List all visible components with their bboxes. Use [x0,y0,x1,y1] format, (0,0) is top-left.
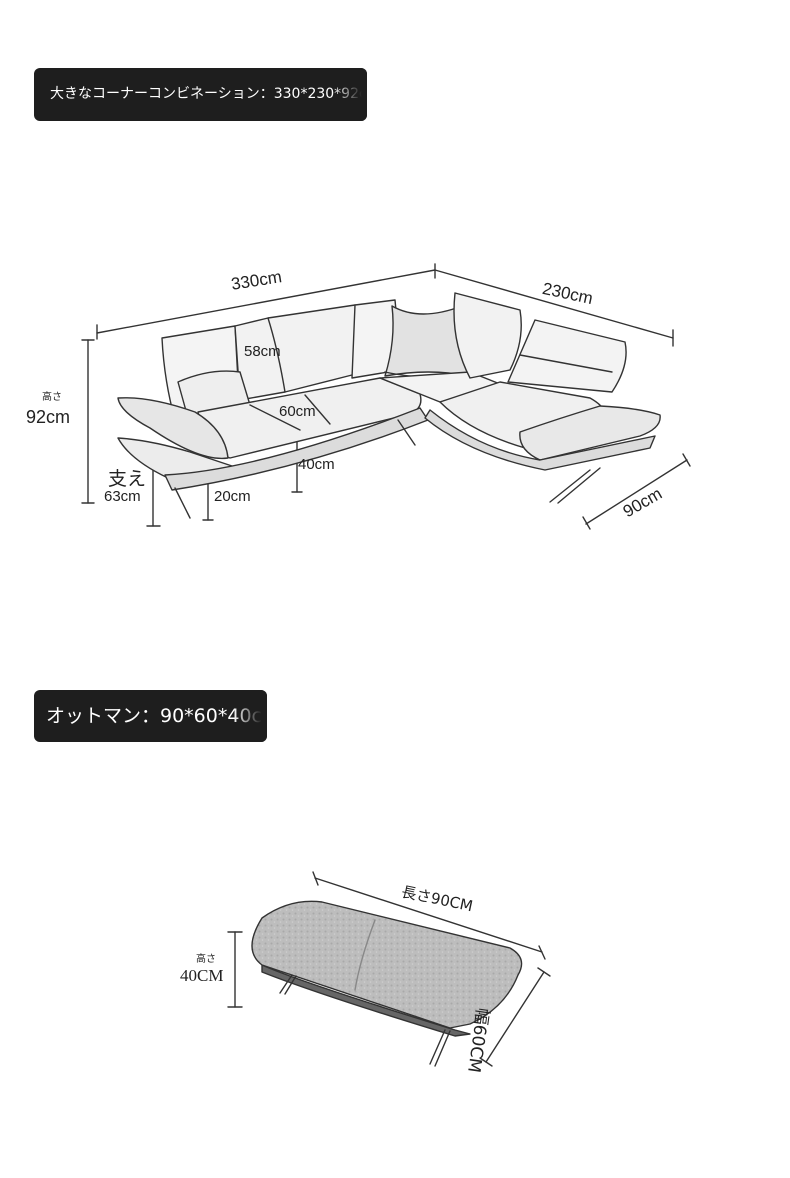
dim-line-length [96,269,436,334]
dim-back-label: 58cm [244,343,281,360]
dim-leg-label: 20cm [214,488,251,505]
corner-sofa-heading: 大きなコーナーコンビネーション：330*230*92cm [34,68,367,121]
dim-height-label: 92cm [26,407,71,427]
dim-ottoman-height-caption: 高さ [196,954,216,965]
dim-line-side [434,269,674,339]
corner-sofa-heading-text: 大きなコーナーコンビネーション：330*230*92cm [50,86,367,102]
ottoman-heading-text: オットマン：90*60*40cm [46,705,267,727]
dim-ottoman-height-label: 40CM [180,966,224,985]
dim-line-ottoman-width [485,971,545,1063]
dim-support-caption: 支え [108,468,147,490]
dim-height-caption: 高さ [42,392,62,403]
dim-line-ottoman-length [314,877,543,953]
dim-seat-height-label: 40cm [298,456,335,473]
dim-support-label: 63cm [104,488,141,505]
ottoman-heading: オットマン：90*60*40cm [34,690,267,742]
dim-seat-depth-label: 60cm [279,403,316,420]
dim-line-depth [585,459,688,525]
